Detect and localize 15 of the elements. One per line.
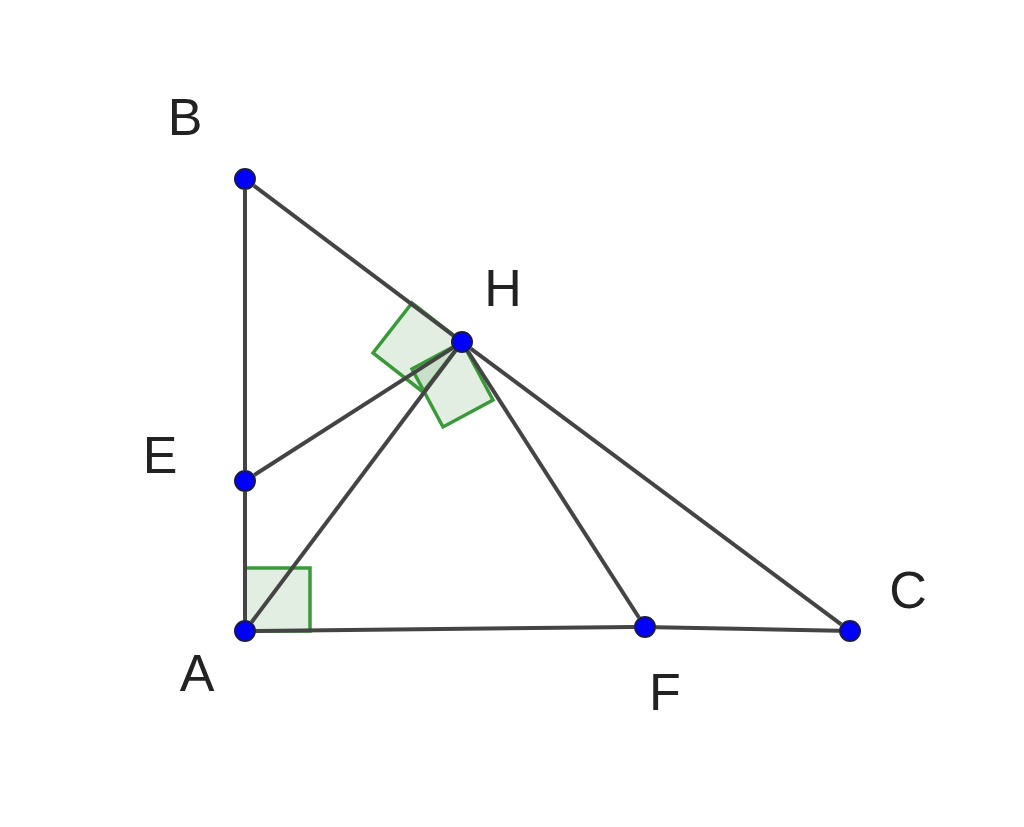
line-segment <box>252 184 455 337</box>
line-segment <box>469 346 843 627</box>
point-label: H <box>483 260 523 316</box>
point-label: F <box>648 664 682 720</box>
point-label: A <box>178 645 216 701</box>
line-segment <box>250 349 457 624</box>
point-label: E <box>141 427 179 483</box>
line-segment <box>253 346 454 477</box>
point-label: C <box>888 562 928 618</box>
point-label: B <box>166 89 204 145</box>
line-segment <box>466 350 641 619</box>
line-segment <box>655 625 840 633</box>
line-segment <box>255 625 635 633</box>
line-segment <box>243 190 247 470</box>
line-segment <box>243 492 247 620</box>
